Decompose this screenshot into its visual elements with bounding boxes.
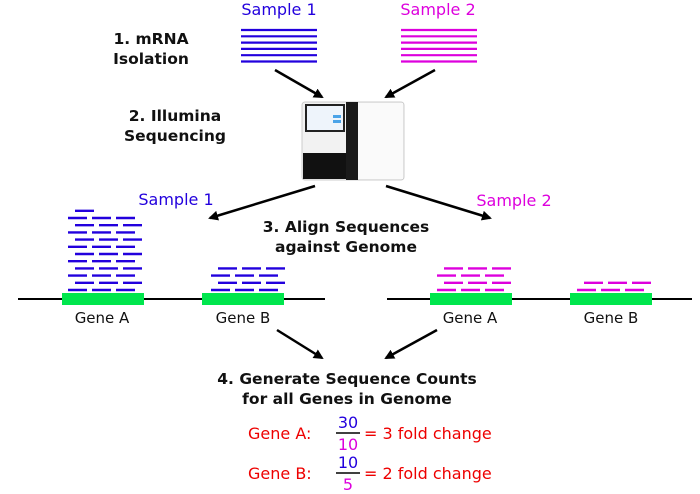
- step1-subtitle: Isolation: [113, 50, 189, 68]
- step1-title: 1. mRNA: [113, 30, 188, 48]
- sample2-gene-b-reads: [577, 281, 651, 292]
- sample1-gene-b-reads: [211, 267, 285, 292]
- denominator: 10: [338, 435, 358, 454]
- gene-b-block: [570, 293, 652, 305]
- fold-change-text: = 2 fold change: [364, 464, 492, 483]
- genome-sample2: [387, 267, 692, 305]
- result-label: Gene A:: [248, 424, 311, 443]
- fold-change-text: = 3 fold change: [364, 424, 492, 443]
- gene-a-block: [430, 293, 512, 305]
- numerator: 10: [338, 453, 358, 472]
- step2-subtitle: Sequencing: [124, 127, 226, 145]
- step3-subtitle: against Genome: [275, 238, 417, 256]
- gene-b-label-s1: Gene B: [216, 309, 271, 327]
- result-label: Gene B:: [248, 464, 312, 483]
- illumina-sequencer-image: [301, 101, 405, 181]
- genome-sample1: [18, 209, 325, 305]
- sample1-mrna-lines: [241, 28, 317, 63]
- step3-title: 3. Align Sequences: [263, 218, 430, 236]
- gene-a-label-s1: Gene A: [75, 309, 130, 327]
- sample1-top-label: Sample 1: [241, 0, 316, 19]
- gene-a-label-s2: Gene A: [443, 309, 498, 327]
- step4-title: 4. Generate Sequence Counts: [217, 370, 476, 388]
- gene-b-block: [202, 293, 284, 305]
- numerator: 30: [338, 413, 358, 432]
- sample2-top-label: Sample 2: [400, 0, 475, 19]
- gene-a-block: [62, 293, 144, 305]
- denominator: 5: [343, 475, 353, 494]
- sample1-gene-a-reads: [68, 209, 142, 292]
- sample2-gene-a-reads: [437, 267, 511, 292]
- step2-title: 2. Illumina: [129, 107, 221, 125]
- step4-subtitle: for all Genes in Genome: [242, 390, 452, 408]
- sample2-mrna-lines: [401, 28, 477, 63]
- sample2-align-label: Sample 2: [476, 191, 551, 210]
- arrows: [208, 68, 492, 360]
- result-gene-a: Gene A: 30 10 = 3 fold change: [248, 413, 492, 454]
- gene-b-label-s2: Gene B: [584, 309, 639, 327]
- sample1-align-label: Sample 1: [138, 190, 213, 209]
- result-gene-b: Gene B: 10 5 = 2 fold change: [248, 453, 492, 494]
